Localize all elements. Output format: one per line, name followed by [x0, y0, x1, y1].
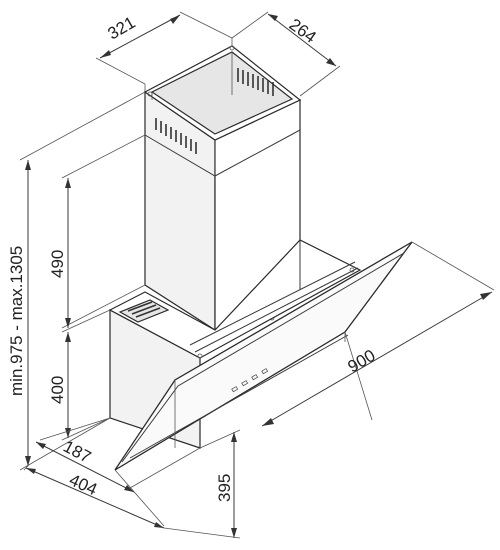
dim-321-label: 321 [105, 13, 139, 44]
dim-404: 404 [23, 465, 165, 529]
chimney-vent-left [155, 118, 197, 154]
dim-404-label: 404 [66, 470, 100, 499]
dim-total-height: min.975 - max.1305 [7, 91, 146, 471]
glass-panel [114, 241, 413, 471]
dim-490: 490 [48, 134, 146, 329]
body-filter-vent [118, 299, 170, 323]
dim-400-label: 400 [48, 376, 67, 404]
dim-187-label: 187 [60, 437, 94, 467]
chimney-vent-right [237, 68, 274, 96]
dim-400: 400 [48, 309, 111, 441]
dim-total-height-label: min.975 - max.1305 [7, 246, 26, 396]
dim-395-label: 395 [215, 474, 234, 502]
dim-264-label: 264 [286, 15, 320, 47]
dim-490-label: 490 [48, 250, 67, 278]
dim-900-label: 900 [345, 346, 379, 377]
dim-395: 395 [163, 429, 241, 539]
control-panel [231, 368, 269, 393]
